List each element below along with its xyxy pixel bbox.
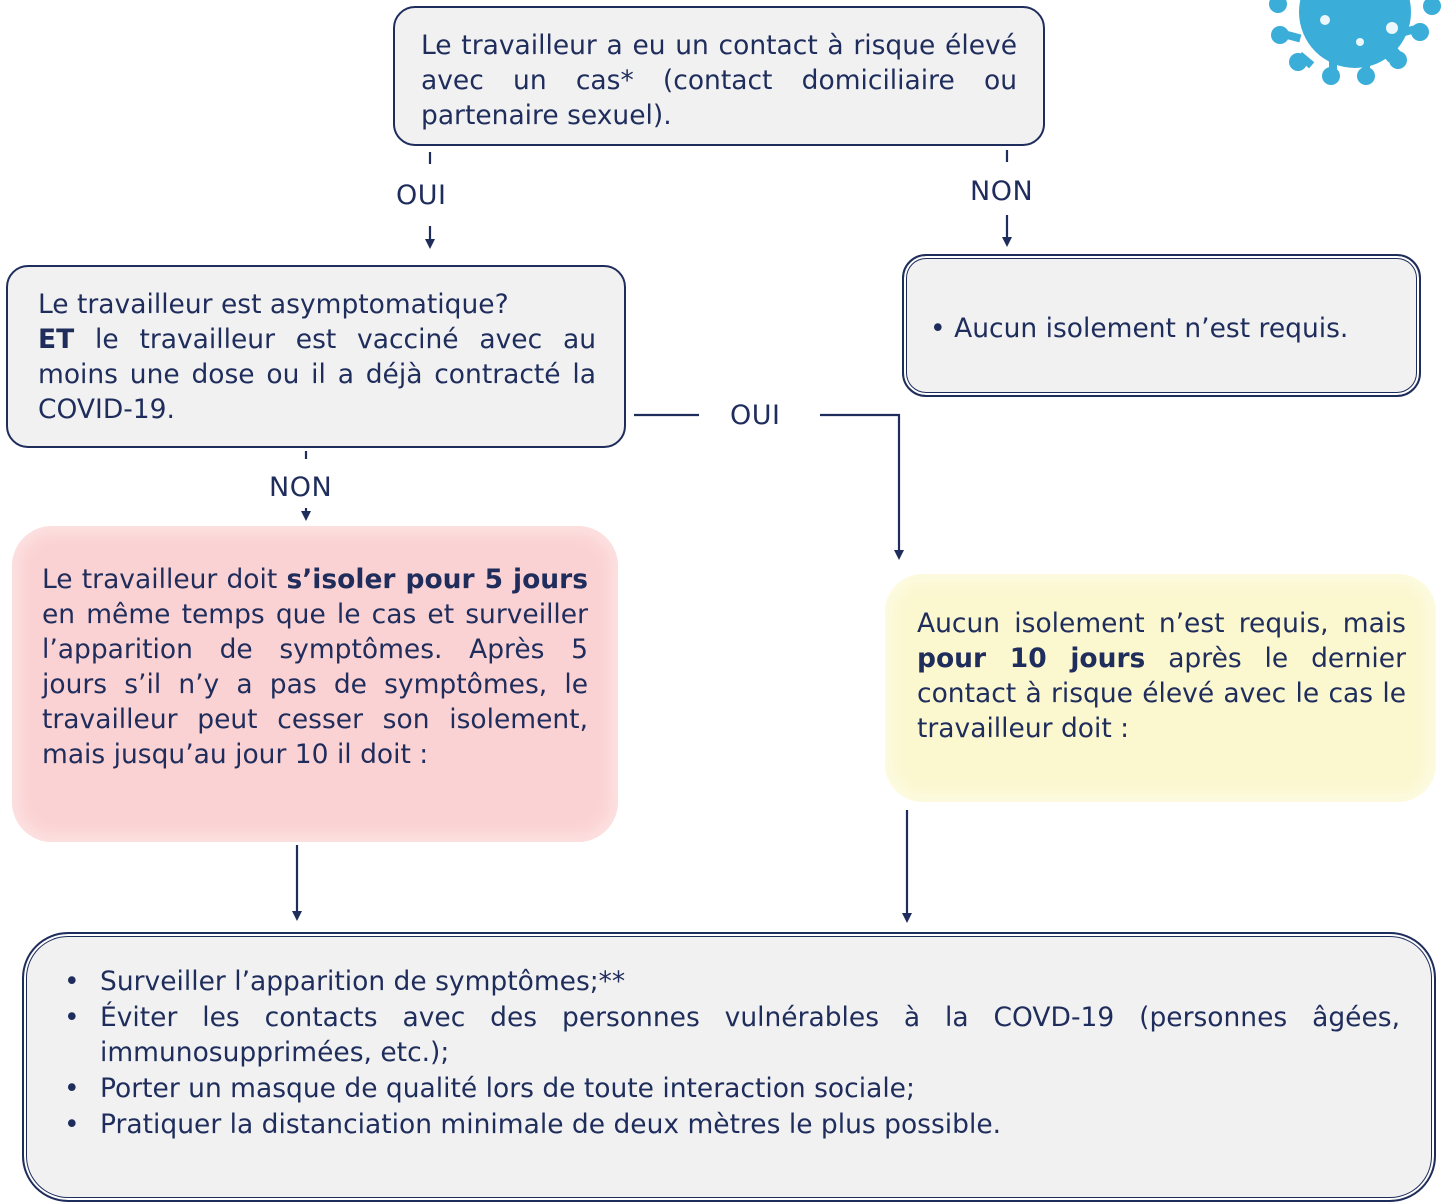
ten-days-text-post: après le dernier contact à risque élevé … — [917, 643, 1406, 744]
edge-label-q2-no: NON — [269, 472, 333, 503]
result-no-isolation-10-days: Aucun isolement n’est requis, mais pour … — [885, 574, 1436, 802]
measures-list-box: Surveiller l’apparition de symptômes;** … — [22, 932, 1436, 1202]
measure-item: Pratiquer la distanciation minimale de d… — [64, 1107, 1400, 1142]
question-asymptomatic-line: Le travailleur est asymptomatique? — [38, 289, 509, 320]
measures-list: Surveiller l’apparition de symptômes;** … — [64, 964, 1400, 1142]
virus-icon — [1269, 0, 1441, 85]
question-asymptomatic-vaccinated: Le travailleur est asymptomatique? ET le… — [6, 265, 626, 448]
isolate-text-bold: s’isoler pour 5 jours — [286, 564, 588, 595]
edge-label-q1-yes: OUI — [396, 180, 447, 211]
question-vaccinated-text: le travailleur est vacciné avec au moins… — [38, 324, 596, 425]
isolate-text-pre: Le travailleur doit — [42, 564, 287, 595]
question-high-risk-contact: Le travailleur a eu un contact à risque … — [393, 6, 1045, 146]
question-and-keyword: ET — [38, 324, 75, 355]
question-vaccinated-line: ET le travailleur est vacciné avec au mo… — [38, 322, 596, 427]
result-no-isolation-text: Aucun isolement n’est requis. — [954, 313, 1349, 344]
result-no-isolation: • Aucun isolement n’est requis. — [902, 254, 1421, 397]
measure-item: Porter un masque de qualité lors de tout… — [64, 1071, 1400, 1106]
result-no-isolation-bullet: • — [930, 313, 946, 344]
question-high-risk-contact-text: Le travailleur a eu un contact à risque … — [421, 30, 1017, 131]
edge-label-q2-yes: OUI — [730, 400, 781, 431]
ten-days-text-bold: pour 10 jours — [917, 643, 1146, 674]
edge-label-q1-no: NON — [970, 176, 1034, 207]
measure-item: Éviter les contacts avec des personnes v… — [64, 1000, 1400, 1070]
connector-q2-yes-right — [820, 413, 904, 560]
ten-days-text-pre: Aucun isolement n’est requis, mais — [917, 608, 1406, 639]
result-isolate-5-days: Le travailleur doit s’isoler pour 5 jour… — [12, 526, 618, 842]
measure-item: Surveiller l’apparition de symptômes;** — [64, 964, 1400, 999]
isolate-text-post: en même temps que le cas et surveiller l… — [42, 599, 588, 770]
